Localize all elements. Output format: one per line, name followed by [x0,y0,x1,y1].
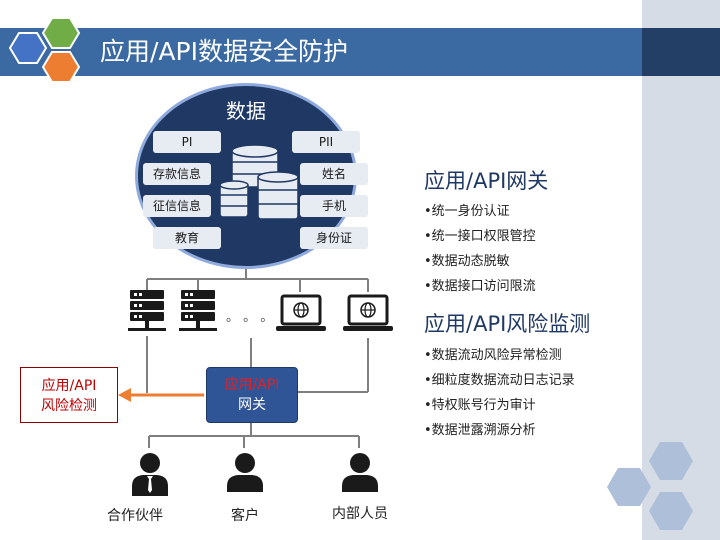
server-icon [128,290,166,338]
page-title: 应用/API数据安全防护 [100,37,348,66]
monitor-item: •细粒度数据流动日志记录 [424,373,575,388]
gateway-item: •统一接口权限管控 [424,229,536,244]
gateway-section-heading: 应用/API网关 [424,169,549,193]
hexagon-green [41,17,81,49]
risk-detection-box: 应用/API 风险检测 [20,367,118,423]
data-tag-pi: PI [153,131,221,153]
gateway-box: 应用/API 网关 [206,367,298,423]
data-tag-education: 教育 [153,227,221,249]
hexagon-decor [604,440,704,536]
title-bar [0,28,642,76]
data-tag-phone: 手机 [300,195,368,217]
server-icon [179,290,217,338]
laptop-globe-icon [343,294,393,340]
risk-detection-line1: 应用/API [41,378,97,394]
data-circle-title: 数据 [226,99,266,123]
hexagon-blue [8,32,48,64]
risk-detection-line2: 风险检测 [41,398,97,414]
gateway-item: •数据接口访问限流 [424,279,536,294]
internal-staff-user-icon [340,452,380,500]
gateway-line1: 应用/API [224,377,280,393]
gateway-item: •数据动态脱敏 [424,254,510,269]
database-icon [218,143,300,229]
hexagon-orange [41,51,81,83]
user-label-internal: 内部人员 [332,506,388,522]
data-tag-id-card: 身份证 [300,227,368,249]
monitor-item: •数据泄露溯源分析 [424,423,536,438]
ellipsis-dots: 。 。 。 [226,310,274,325]
laptop-globe-icon [276,294,326,340]
detection-arrow-head [118,388,131,402]
gateway-line2: 网关 [238,397,266,413]
customer-user-icon [225,452,265,500]
data-tag-name: 姓名 [300,163,368,185]
data-tag-credit: 征信信息 [143,195,211,217]
data-tag-deposit: 存款信息 [143,163,211,185]
partner-user-icon [130,452,170,500]
title-bar-accent [642,28,720,76]
user-label-customer: 客户 [231,508,259,524]
data-tag-pii: PII [292,131,360,153]
monitor-section-heading: 应用/API风险监测 [424,312,591,336]
connector-lines [118,269,369,448]
monitor-item: •特权账号行为审计 [424,398,536,413]
user-label-partner: 合作伙伴 [107,508,163,524]
hexagon-logo [8,16,88,88]
monitor-item: •数据流动风险异常检测 [424,348,562,363]
gateway-item: •统一身份认证 [424,204,510,219]
